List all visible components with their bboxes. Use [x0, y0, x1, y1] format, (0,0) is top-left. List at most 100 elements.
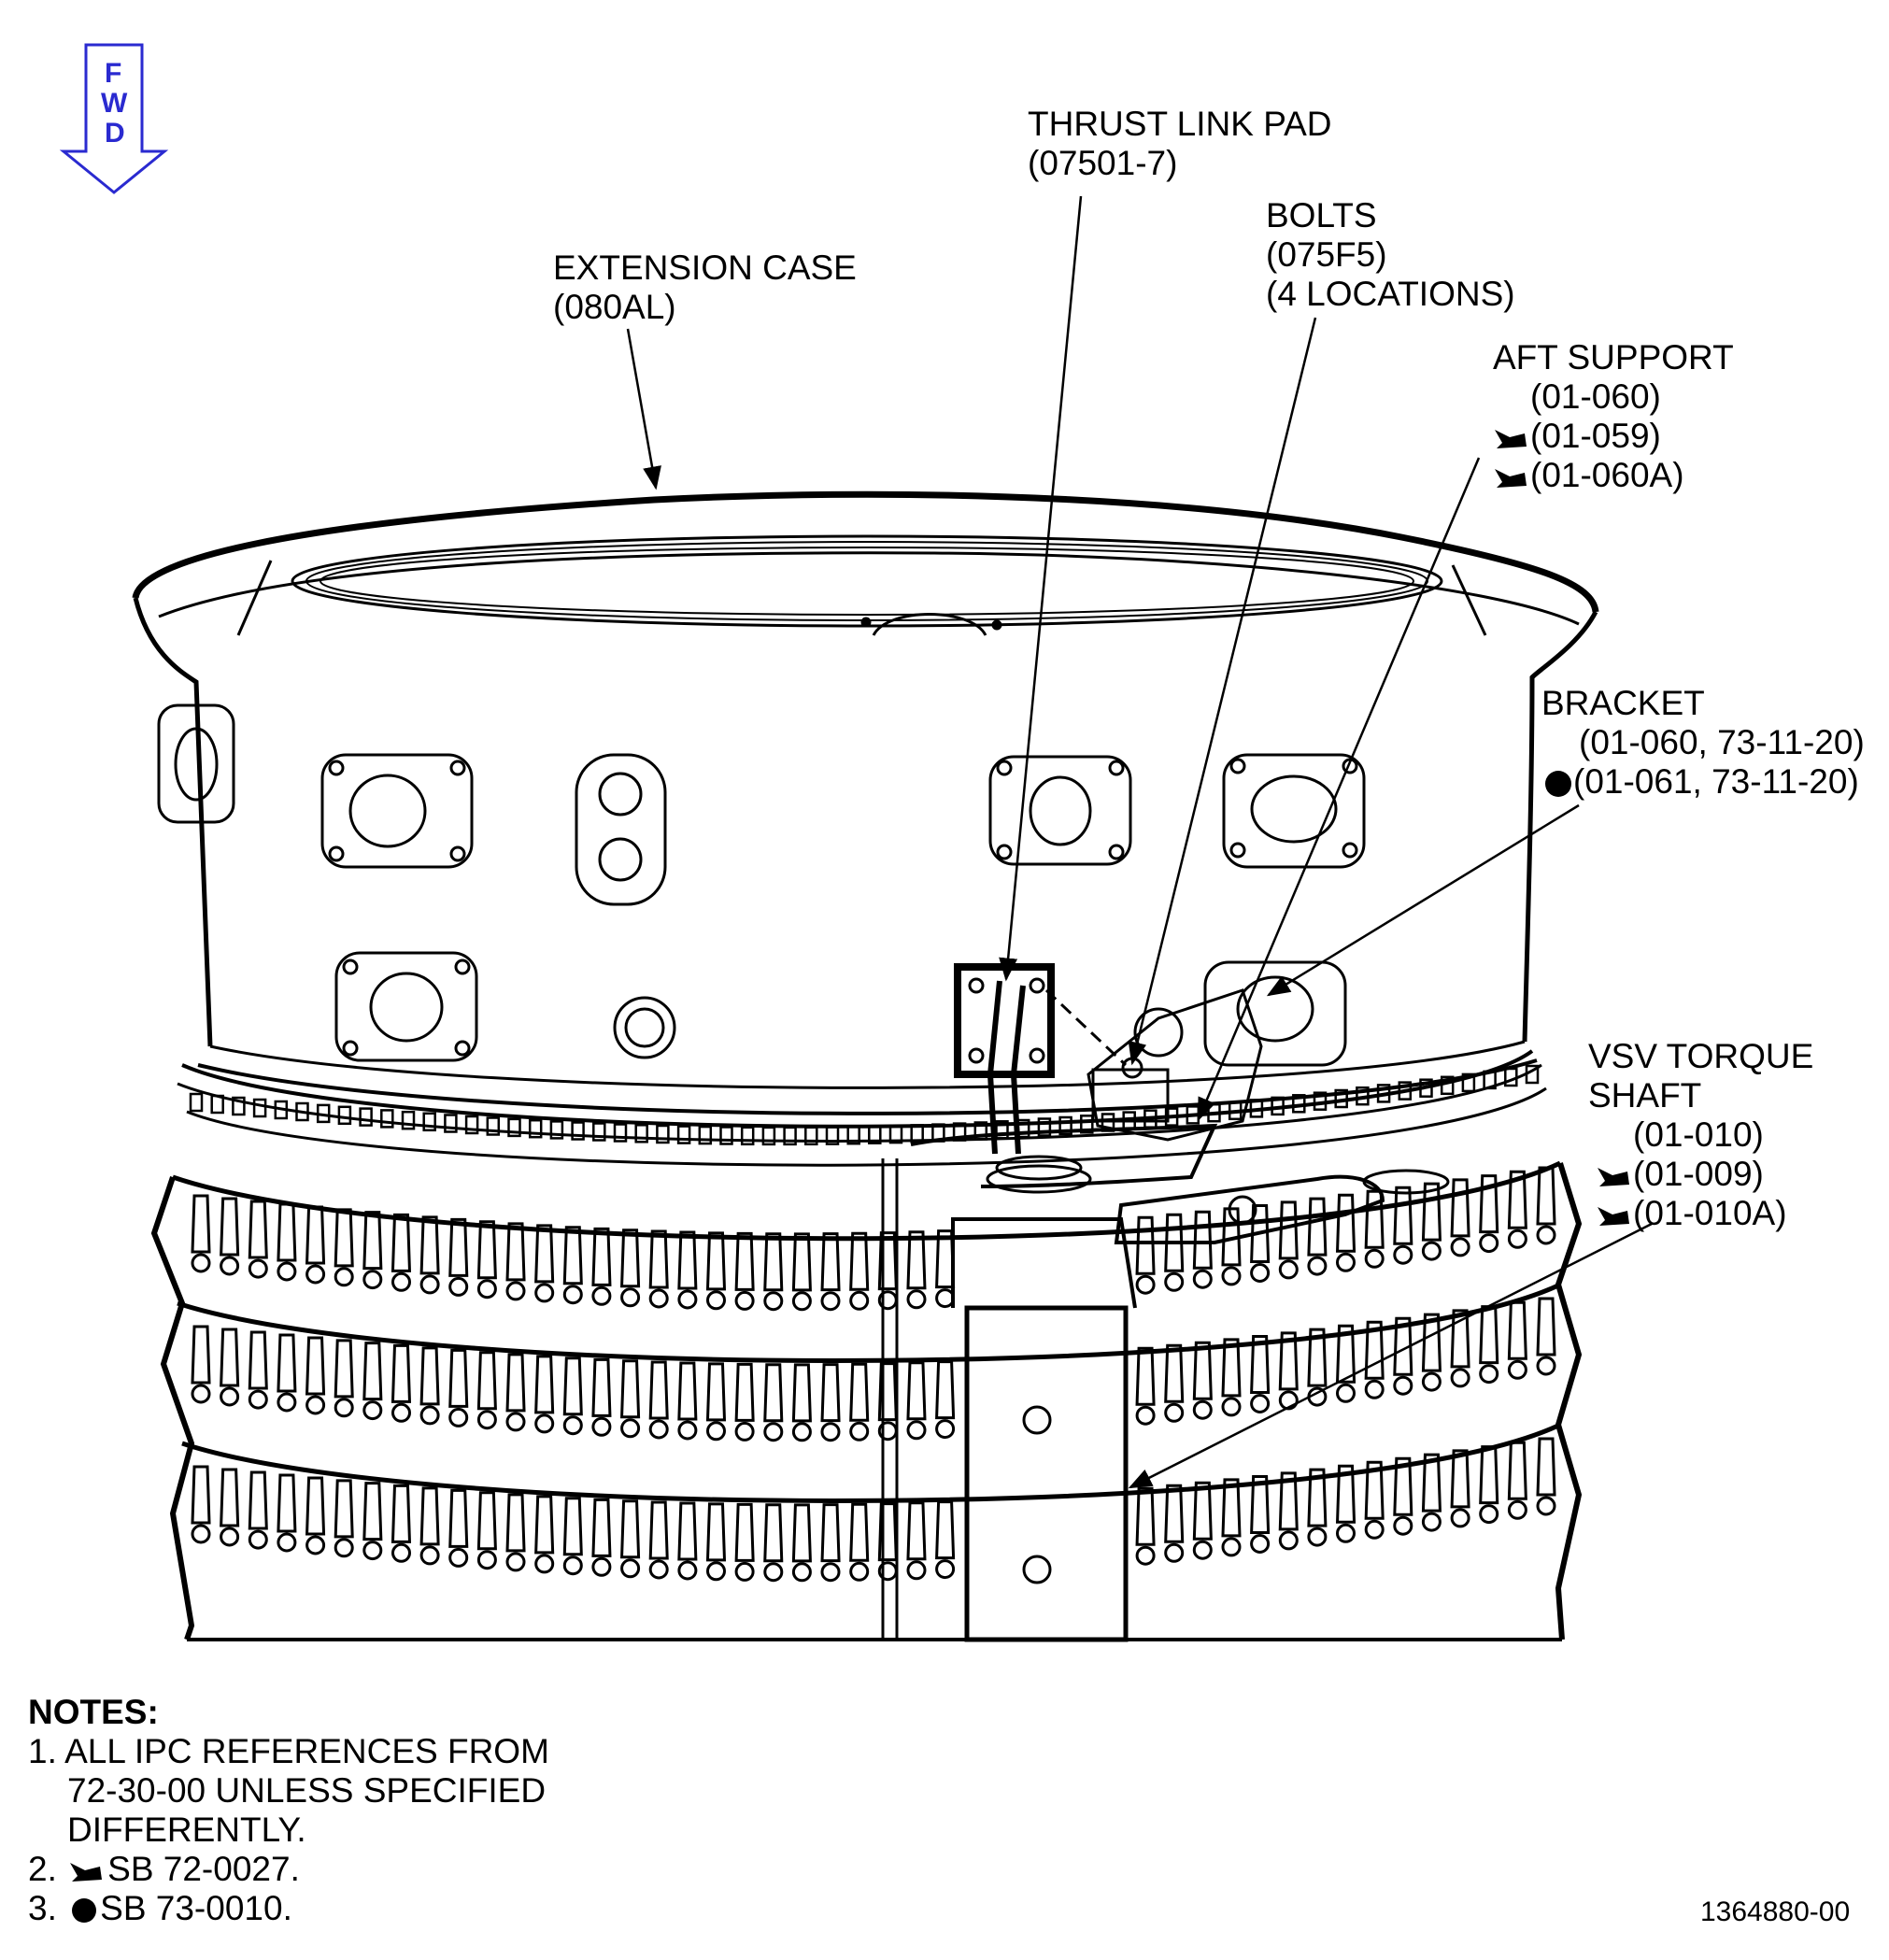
vsv-lever-arm [1507, 1441, 1527, 1520]
extension-case [132, 490, 1599, 1115]
vsv-lever-arm [1335, 1193, 1356, 1272]
flange-bolt [719, 1126, 733, 1145]
vsv-lever-arm [1450, 1449, 1470, 1528]
vsv-lever-arm [648, 1500, 669, 1580]
vsv-lever-arm [505, 1493, 526, 1572]
flange-bolt [698, 1125, 713, 1145]
callout-aft-support-ref-3: (01-060A) [1530, 456, 1684, 494]
flange-bolt [995, 1120, 1009, 1140]
flange-bolt [1334, 1088, 1348, 1109]
callout-vsv-ref-2: (01-009) [1633, 1155, 1764, 1193]
vsv-lever-arm [1450, 1309, 1470, 1388]
notes-block: NOTES: 1. ALL IPC REFERENCES FROM 72-30-… [28, 1693, 549, 1928]
vsv-lever-arm [1507, 1300, 1527, 1380]
flange-bolt [783, 1126, 797, 1146]
vsv-lever-arm [935, 1229, 956, 1309]
vsv-lever-arm [305, 1205, 326, 1285]
note-1-num: 1. [28, 1732, 57, 1770]
vsv-lever-arm [505, 1353, 526, 1432]
vsv-lever-arm [677, 1230, 698, 1310]
arrow-flag-icon [1495, 430, 1527, 449]
flange-bolt [1101, 1113, 1115, 1132]
vsv-lever-arm [191, 1194, 211, 1273]
arrow-flag-icon [70, 1863, 103, 1882]
vsv-lever-arms [191, 1166, 1556, 1583]
note-1-line-3: DIFFERENTLY. [67, 1811, 306, 1849]
flange-bolt [464, 1115, 479, 1135]
note-2-num: 2. [28, 1850, 57, 1888]
callout-vsv-ref-1: (01-010) [1633, 1115, 1764, 1154]
vsv-lever-arm [476, 1220, 497, 1300]
vsv-lever-arm [1536, 1437, 1556, 1516]
vsv-lever-arm [534, 1224, 555, 1303]
vsv-lever-arm [734, 1231, 755, 1311]
flange-bolt [888, 1124, 903, 1144]
flange-bolt [740, 1126, 755, 1146]
vsv-lever-arm [620, 1229, 641, 1308]
vsv-lever-arm [877, 1502, 898, 1582]
flange-bolt [1143, 1109, 1158, 1129]
vsv-lever-arm [591, 1498, 612, 1577]
vsv-lever-arm [1221, 1207, 1242, 1286]
vsv-lever-arm [1221, 1478, 1242, 1557]
callout-extension-case-title: EXTENSION CASE [553, 249, 857, 287]
flange-bolt [1504, 1067, 1518, 1087]
vsv-lever-arm [476, 1351, 497, 1430]
vsv-lever-arm [734, 1362, 755, 1442]
vsv-lever-arm [1393, 1316, 1413, 1396]
vsv-lever-arm [391, 1484, 412, 1563]
callout-bracket-title: BRACKET [1541, 684, 1705, 722]
callout-aft-support-ref-2: (01-059) [1530, 417, 1661, 455]
vsv-lever-arm [248, 1470, 268, 1550]
vsv-lever-arm [1479, 1174, 1499, 1254]
flange-bolt [1122, 1111, 1136, 1130]
vsv-lever-arm [1135, 1215, 1156, 1295]
vsv-lever-arm [820, 1503, 841, 1583]
flange-bolt [1398, 1081, 1413, 1101]
vsv-lever-arm [191, 1325, 211, 1404]
callout-aft-support-title: AFT SUPPORT [1493, 338, 1734, 376]
flange-bolt [1483, 1070, 1497, 1090]
callout-thrust-link-pad-title: THRUST LINK PAD [1028, 105, 1332, 143]
vsv-lever-arm [1307, 1468, 1328, 1547]
callout-vsv-ref-3: (01-010A) [1633, 1194, 1787, 1232]
vsv-lever-arm [1278, 1331, 1299, 1411]
vsv-lever-arm [334, 1479, 354, 1558]
vsv-lever-arm [620, 1359, 641, 1439]
flange-bolt [613, 1123, 628, 1143]
vsv-lever-arm [763, 1503, 784, 1583]
vsv-lever-arm [849, 1362, 870, 1442]
vsv-lever-arm [562, 1226, 583, 1305]
vsv-lever-arm [1164, 1213, 1185, 1292]
vsv-lever-arm [476, 1491, 497, 1570]
flange-bolt [232, 1096, 246, 1116]
callout-vsv-torque-shaft: VSV TORQUE SHAFT (01-010) (01-009) (01-0… [1588, 1037, 1813, 1233]
note-1: 1. ALL IPC REFERENCES FROM [28, 1732, 549, 1771]
vsv-lever-arm [791, 1503, 812, 1583]
vsv-lever-arm [362, 1342, 383, 1421]
callout-thrust-link-pad: THRUST LINK PAD (07501-7) [1028, 105, 1332, 183]
vsv-lever-arm [1479, 1305, 1499, 1385]
flange-bolt [1376, 1084, 1391, 1103]
vsv-lever-arm [591, 1227, 612, 1306]
callout-aft-support-ref-1: (01-060) [1530, 377, 1661, 416]
vsv-torque-shaft [881, 1155, 1137, 1642]
flange-bolt [422, 1112, 436, 1132]
filled-circle-icon [1545, 771, 1571, 798]
vsv-lever-arm [677, 1501, 698, 1581]
vsv-lever-arm [677, 1361, 698, 1441]
flange-bolt [1356, 1086, 1370, 1106]
vsv-lever-arm [1393, 1456, 1413, 1536]
notes-heading: NOTES: [28, 1693, 159, 1731]
vsv-lever-arm [534, 1355, 555, 1434]
vsv-lever-arm [1164, 1484, 1185, 1563]
vsv-lever-arm [562, 1356, 583, 1436]
vsv-lever-arm [277, 1202, 297, 1282]
flange-bolt [656, 1124, 670, 1144]
flange-bolt [1419, 1078, 1433, 1098]
flange-bolt [868, 1125, 882, 1144]
vsv-lever-arm [1479, 1445, 1499, 1525]
flange-bolt [1313, 1091, 1328, 1111]
vsv-lever-arm [1335, 1464, 1356, 1543]
note-3-num: 3. [28, 1889, 57, 1927]
